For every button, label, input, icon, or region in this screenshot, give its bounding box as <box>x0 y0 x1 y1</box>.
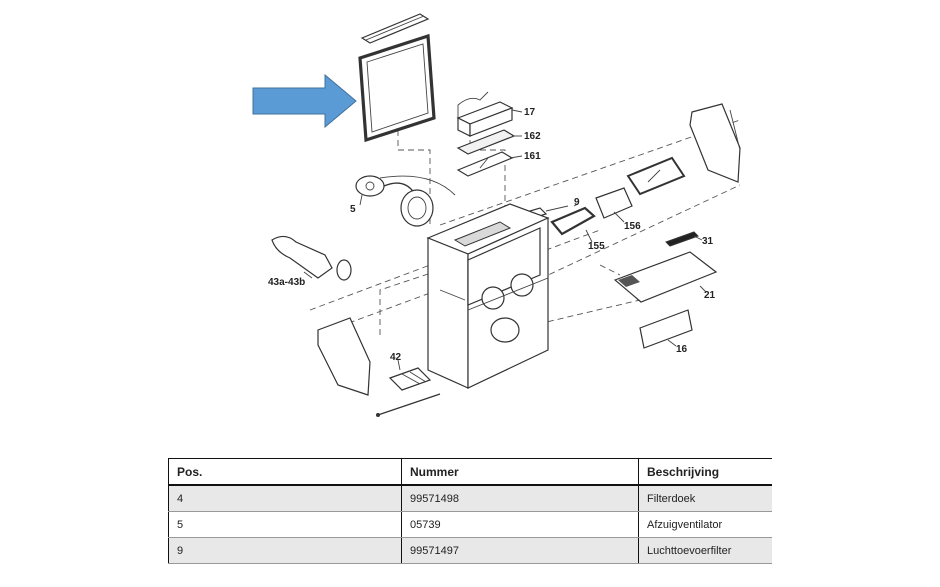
label-17: 17 <box>524 107 536 118</box>
tray-part-42 <box>388 367 432 391</box>
label-156: 156 <box>624 221 641 232</box>
table-row: 9 99571497 Luchttoevoerfilter <box>168 537 772 564</box>
label-155: 155 <box>588 241 605 252</box>
filter-cassette-part-17 <box>456 91 514 137</box>
label-42: 42 <box>390 352 402 363</box>
label-5: 5 <box>350 204 356 215</box>
label-161: 161 <box>524 151 541 162</box>
cell-nummer: 99571498 <box>401 485 639 512</box>
cell-pos: 5 <box>168 511 402 538</box>
grid-part-31 <box>665 231 699 247</box>
header-beschrijving: Beschrijving <box>638 458 772 486</box>
cell-nummer: 05739 <box>401 511 639 538</box>
top-filter-strip <box>360 13 430 44</box>
label-16: 16 <box>676 344 688 355</box>
header-pos: Pos. <box>168 458 402 486</box>
rod <box>376 393 441 417</box>
blue-pointer-arrow <box>252 73 357 129</box>
label-21: 21 <box>704 290 716 301</box>
blast-cabinet <box>426 203 550 389</box>
glove-part-43a-43b <box>271 235 352 281</box>
cover-part-16 <box>639 309 693 349</box>
filter-mat-part-161 <box>456 151 514 177</box>
label-31: 31 <box>702 236 714 247</box>
cell-nummer: 99571497 <box>401 537 639 564</box>
table-row: 5 05739 Afzuigventilator <box>168 511 772 538</box>
filter-frame-part-4 <box>358 33 436 143</box>
cell-beschrijving: Filterdoek <box>638 485 772 512</box>
cell-pos: 9 <box>168 537 402 564</box>
parts-table: Pos. Nummer Beschrijving 4 99571498 Filt… <box>168 458 772 564</box>
window-glass-part-156 <box>595 156 686 219</box>
header-nummer: Nummer <box>401 458 639 486</box>
exploded-parts-diagram: 17 162 161 9 5 156 155 31 21 16 43a-43b … <box>252 13 741 417</box>
table-row: 4 99571498 Filterdoek <box>168 485 772 512</box>
cell-pos: 4 <box>168 485 402 512</box>
leader-lines <box>303 109 707 371</box>
label-9: 9 <box>574 197 580 208</box>
label-43a-43b: 43a-43b <box>268 277 305 288</box>
extraction-fan-part-5 <box>355 175 456 227</box>
part-labels: 17 162 161 9 5 156 155 31 21 16 43a-43b … <box>268 107 716 363</box>
side-panel <box>317 317 371 396</box>
cell-beschrijving: Luchttoevoerfilter <box>638 537 772 564</box>
label-162: 162 <box>524 131 541 142</box>
grid-part-21 <box>613 251 718 303</box>
rear-panel <box>689 103 741 183</box>
table-header-row: Pos. Nummer Beschrijving <box>168 458 772 486</box>
window-glass-part-155 <box>550 206 596 236</box>
cell-beschrijving: Afzuigventilator <box>638 511 772 538</box>
